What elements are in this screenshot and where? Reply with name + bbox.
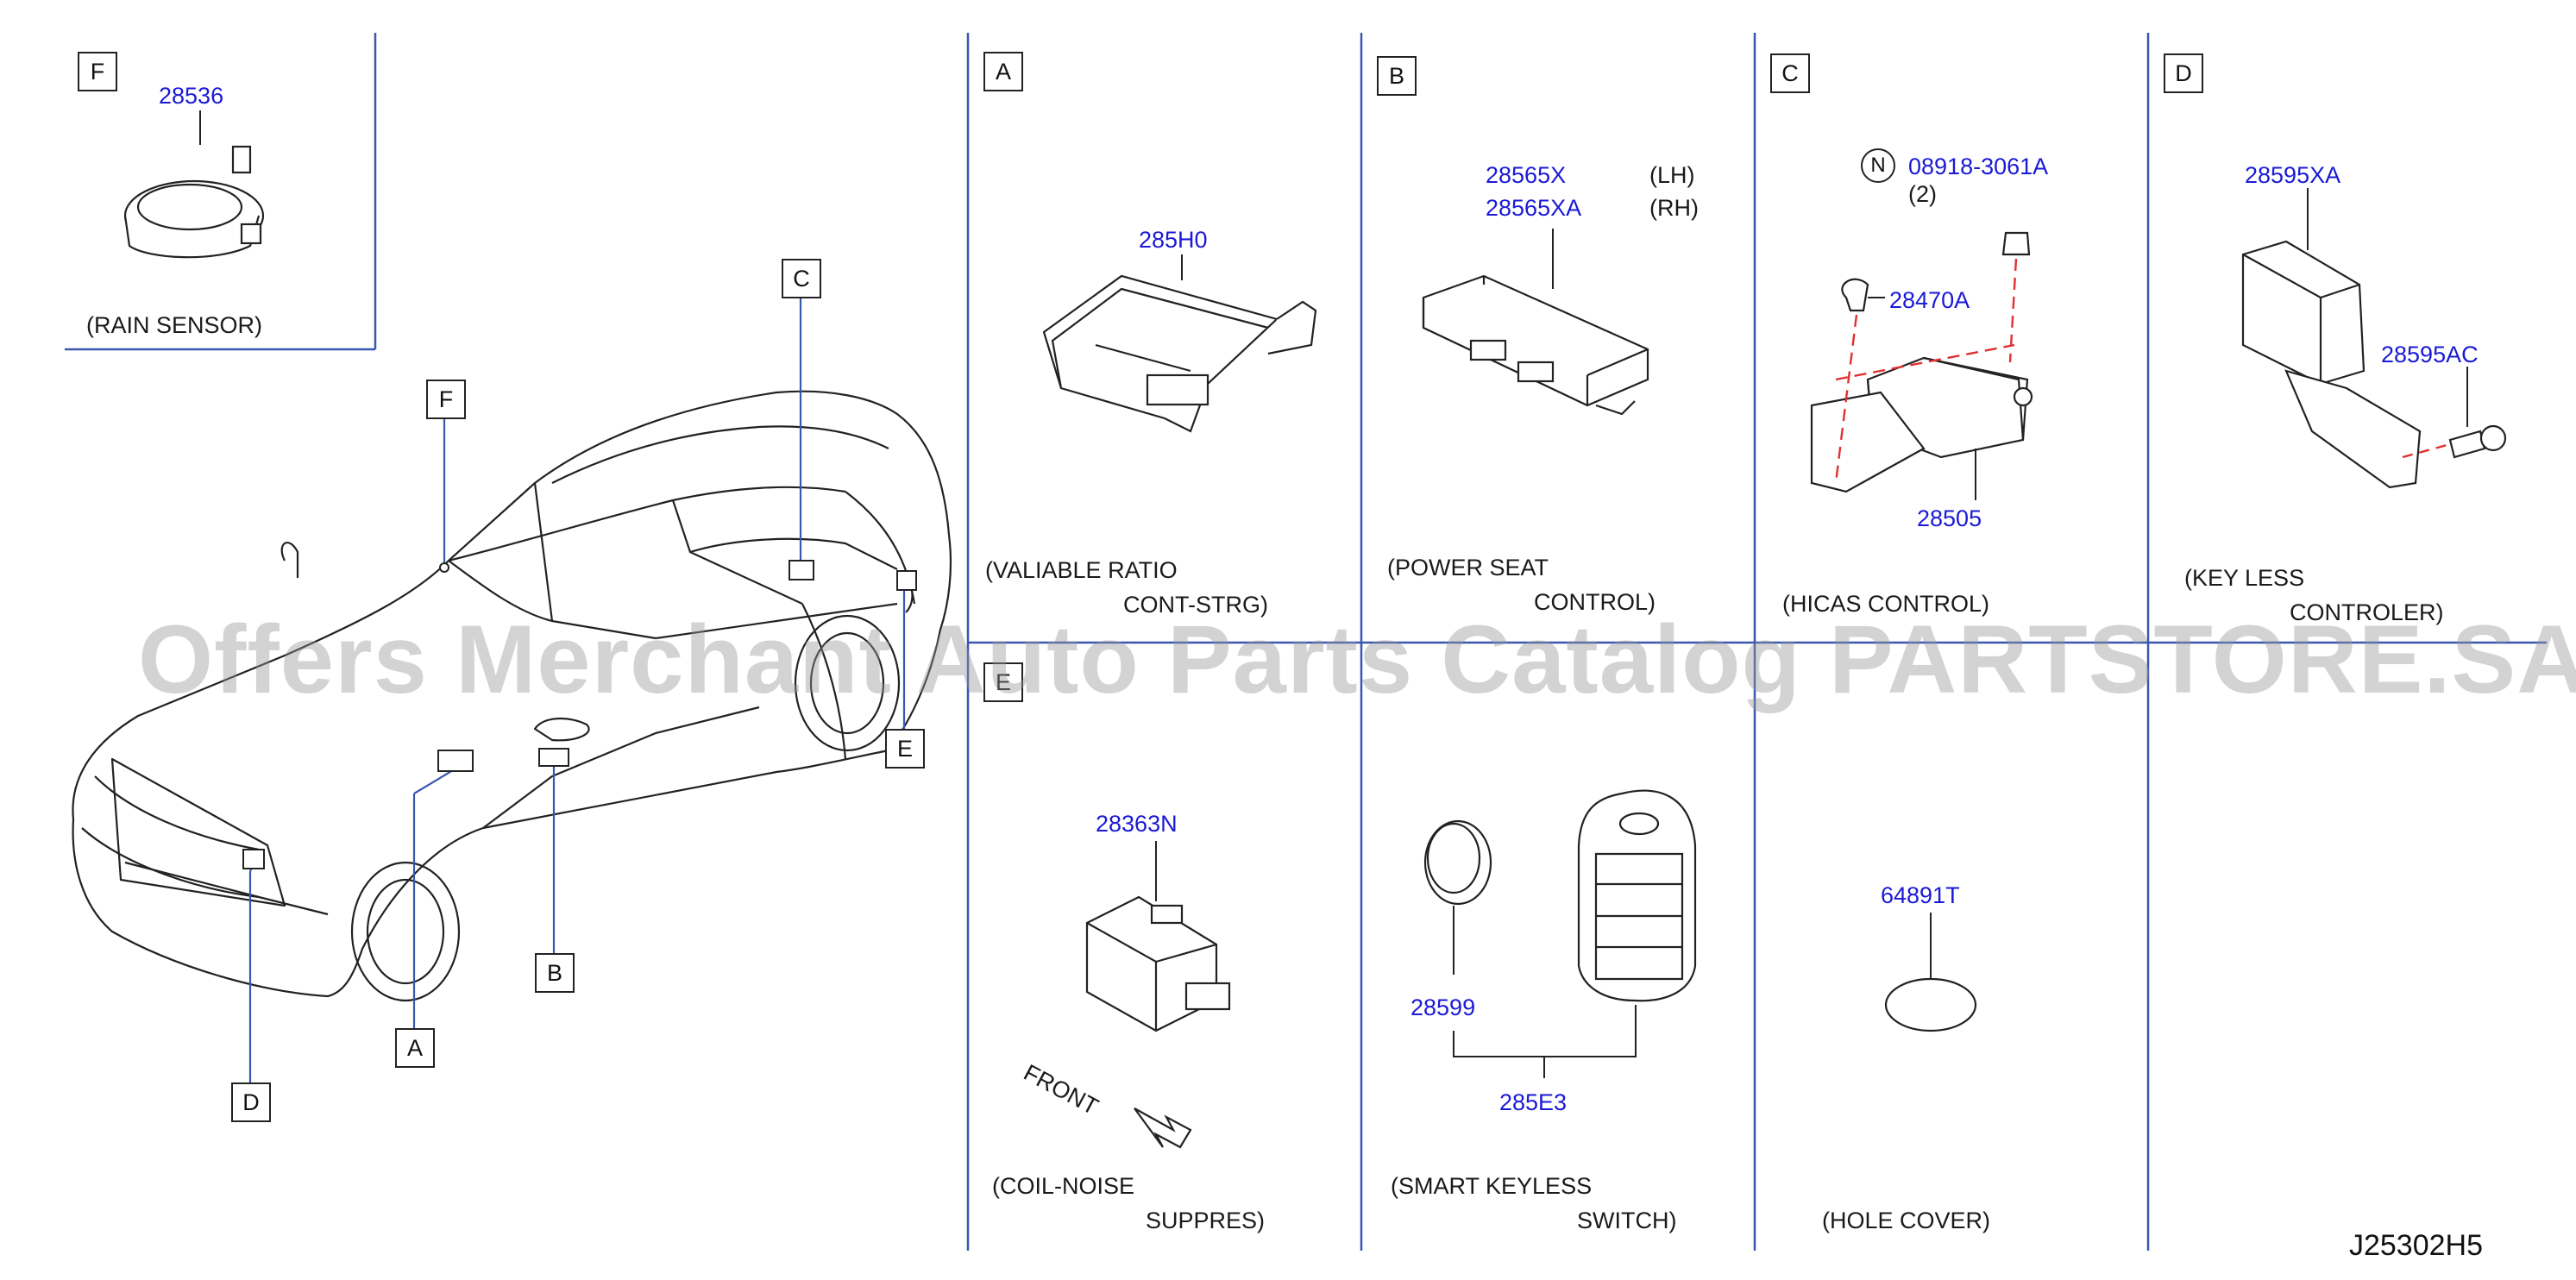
hole-cover-drawing <box>1884 977 1977 1032</box>
car-callout-c: C <box>782 259 821 298</box>
valiable-ratio-caption-line2: CONT-STRG) <box>1123 592 1268 618</box>
power-seat-part-number-rh[interactable]: 28565XA <box>1486 195 1582 221</box>
front-arrow <box>1134 1107 1192 1149</box>
power-seat-part-number-lh[interactable]: 28565X <box>1486 162 1567 188</box>
power-seat-side-rh: (RH) <box>1649 195 1699 221</box>
smart-key-caption-line2: SWITCH) <box>1577 1208 1677 1233</box>
power-seat-caption-line2: CONTROL) <box>1534 589 1656 615</box>
keyless-dashed-guide <box>2402 442 2451 459</box>
hicas-unit-part-number[interactable]: 28505 <box>1917 505 1982 531</box>
valiable-ratio-unit-drawing <box>1042 274 1317 433</box>
keyless-caption-line1: (KEY LESS <box>2184 565 2305 591</box>
hicas-caption: (HICAS CONTROL) <box>1782 591 1990 617</box>
smart-key-caption-line1: (SMART KEYLESS <box>1391 1173 1593 1199</box>
smart-key-leaders <box>1453 906 1637 1078</box>
section-a-box: A <box>983 52 1023 91</box>
rain-sensor-drawing <box>123 145 265 259</box>
car-callout-a: A <box>395 1028 435 1068</box>
power-seat-side-lh: (LH) <box>1649 162 1695 188</box>
diagram-code: J25302H5 <box>2348 1229 2483 1262</box>
hole-cover-part-number[interactable]: 64891T <box>1881 882 1960 908</box>
keyless-bracket-part-number[interactable]: 28595AC <box>2381 342 2479 367</box>
car-callout-e: E <box>885 729 925 769</box>
section-b-box: B <box>1377 56 1417 96</box>
coil-noise-part-number[interactable]: 28363N <box>1096 811 1178 837</box>
power-seat-caption-line1: (POWER SEAT <box>1387 555 1549 580</box>
coil-noise-caption-line2: SUPPRES) <box>1146 1208 1266 1233</box>
hicas-clip-part-number[interactable]: 28470A <box>1889 287 1970 313</box>
keyless-caption-line2: CONTROLER) <box>2290 599 2444 625</box>
hicas-dashed-guides <box>1834 258 2018 484</box>
smart-key-part-number[interactable]: 285E3 <box>1499 1089 1568 1115</box>
keyless-controller-drawing <box>2241 240 2507 489</box>
smart-key-drawing <box>1423 789 1697 1002</box>
section-d-box: D <box>2164 53 2203 93</box>
key-battery-part-number[interactable]: 28599 <box>1411 995 1476 1020</box>
section-c-box: C <box>1770 53 1810 93</box>
rain-sensor-caption: (RAIN SENSOR) <box>86 312 263 338</box>
valiable-ratio-caption-line1: (VALIABLE RATIO <box>985 557 1178 583</box>
car-callout-f: F <box>426 380 466 419</box>
rain-sensor-part-number[interactable]: 28536 <box>159 83 224 109</box>
keyless-unit-part-number[interactable]: 28595XA <box>2245 162 2341 188</box>
panel-dividers <box>65 33 2547 1251</box>
hicas-bolt-quantity: (2) <box>1908 181 1937 207</box>
n-symbol-icon: N <box>1861 148 1895 183</box>
car-callout-b: B <box>535 953 575 993</box>
coil-noise-caption-line1: (COIL-NOISE <box>992 1173 1135 1199</box>
section-f-box: F <box>78 52 117 91</box>
car-component-markers <box>242 560 917 869</box>
section-e-box: E <box>983 662 1023 702</box>
power-seat-control-drawing <box>1422 274 1649 416</box>
hicas-bolt-part-number[interactable]: 08918-3061A <box>1908 154 2049 179</box>
hicas-control-drawing <box>1810 231 2033 493</box>
coil-noise-suppressor-drawing <box>1085 895 1231 1032</box>
valiable-ratio-part-number[interactable]: 285H0 <box>1139 227 1208 253</box>
car-callout-d: D <box>231 1082 271 1122</box>
hole-cover-caption: (HOLE COVER) <box>1822 1208 1991 1233</box>
watermark: Offers Merchant Auto Parts Catalog PARTS… <box>138 605 2576 713</box>
